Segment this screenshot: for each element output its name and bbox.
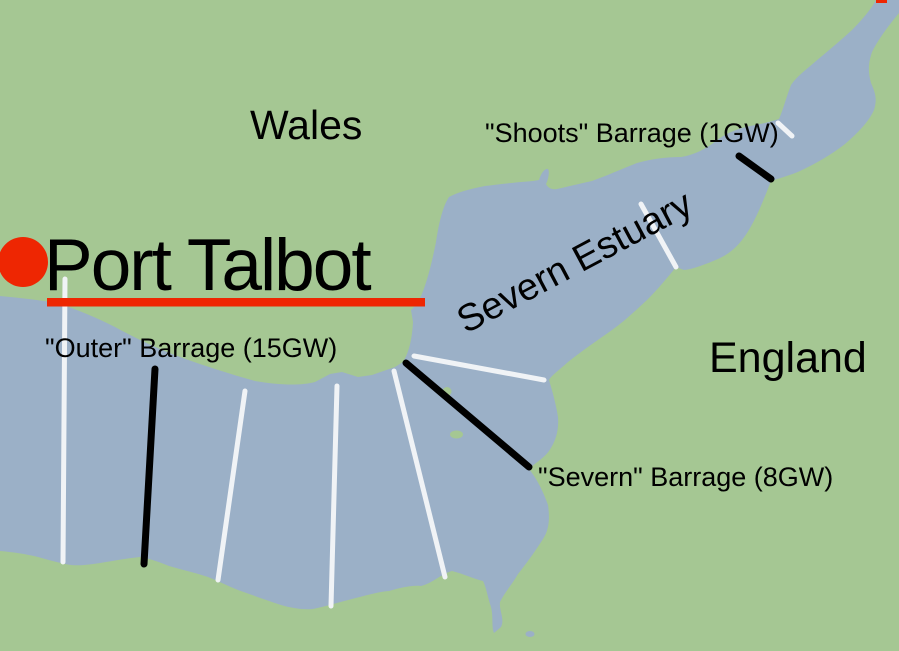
barrage-lines-group — [140, 152, 775, 568]
water-area — [0, 0, 899, 633]
small-pond — [525, 631, 535, 637]
alignment-line-2 — [215, 388, 248, 583]
alignment-lines-group — [60, 120, 795, 609]
region-label-wales: Wales — [250, 102, 363, 148]
port-talbot-marker-dot — [0, 237, 48, 287]
barrage-label-outer: "Outer" Barrage (15GW) — [45, 333, 338, 363]
island-steep-holm — [450, 430, 463, 439]
alignment-line-6 — [638, 201, 679, 270]
shoots-barrage-line — [735, 152, 775, 183]
alignment-line-5 — [411, 353, 547, 383]
barrage-label-shoots: "Shoots" Barrage (1GW) — [485, 118, 779, 148]
outer-barrage-line — [140, 365, 159, 568]
port-talbot-underline — [47, 298, 425, 307]
alignment-line-4 — [391, 368, 448, 580]
alignment-line-3 — [328, 383, 340, 609]
city-label-port-talbot: Port Talbot — [44, 225, 372, 306]
severn-barrage-line — [402, 359, 533, 471]
corner-red-mark — [876, 0, 887, 3]
alignment-line-west — [60, 276, 68, 565]
alignment-line-shoots — [775, 120, 795, 139]
barrage-label-severn: "Severn" Barrage (8GW) — [538, 462, 834, 492]
region-label-england: England — [709, 334, 867, 382]
